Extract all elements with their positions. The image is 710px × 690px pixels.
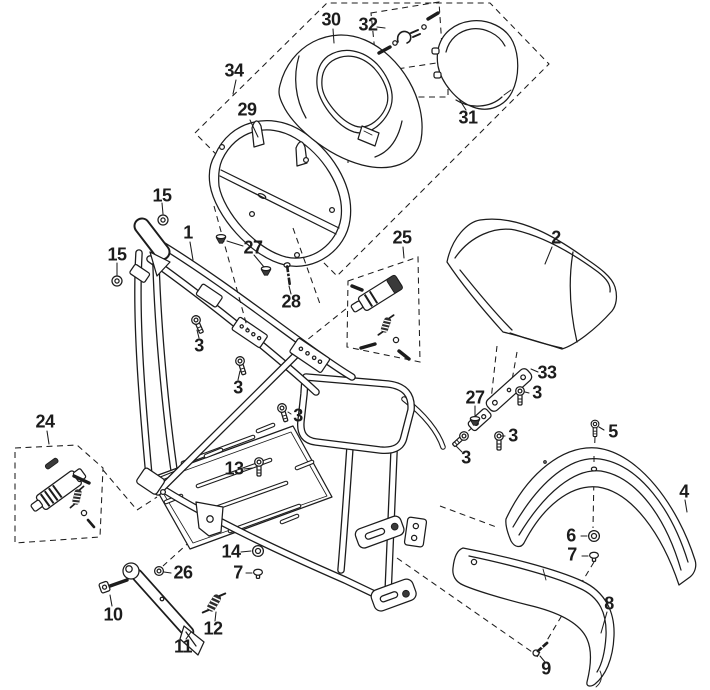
frame-part — [129, 217, 446, 612]
leader-lines — [46, 26, 688, 663]
fasteners — [111, 214, 601, 657]
kickstand-spring-12 — [201, 587, 227, 619]
hardware-kit-32 — [377, 11, 440, 55]
kickstand-bolt-10 — [98, 578, 129, 594]
top-cover-30 — [278, 34, 423, 169]
chain-guard-part — [452, 547, 615, 688]
latch-kit-25 — [350, 274, 411, 361]
panel-to-frame-leaders — [213, 205, 321, 331]
inner-panel-29 — [208, 120, 352, 267]
seat-part — [446, 218, 618, 350]
screw-28 — [283, 262, 291, 286]
side-cover-31 — [431, 20, 519, 110]
latch-kit-24 — [30, 457, 96, 529]
kickstand-part — [122, 562, 205, 656]
screw-9 — [532, 641, 549, 657]
rear-fender-part — [505, 447, 697, 586]
